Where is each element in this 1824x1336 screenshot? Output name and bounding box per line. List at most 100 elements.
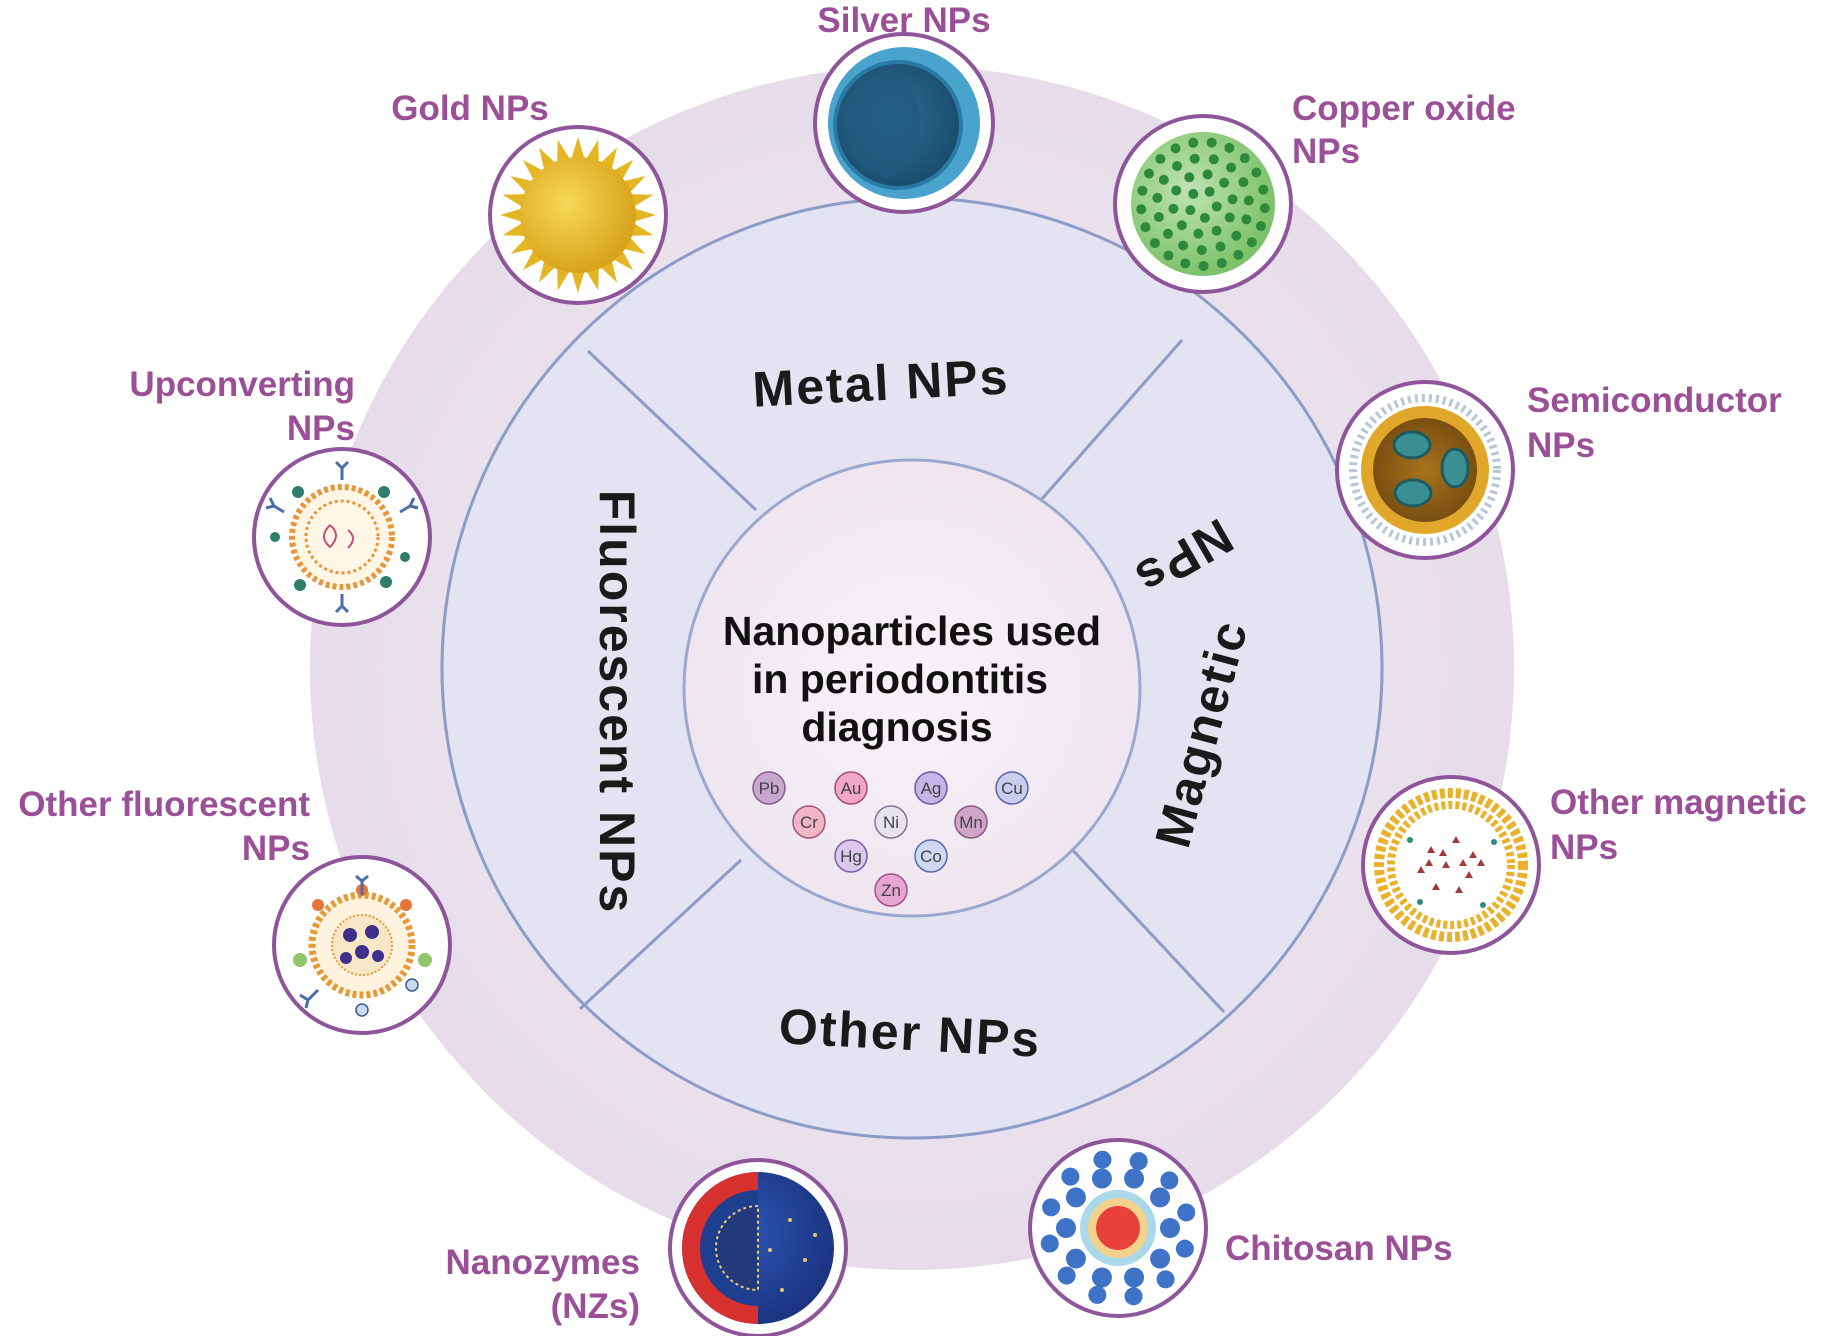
other-magnetic-np (1361, 775, 1541, 955)
nanozymes-np (668, 1158, 848, 1336)
element-badge: Hg (834, 839, 868, 873)
svg-text:Semiconductor: Semiconductor (1527, 381, 1782, 420)
copper-oxide-np-label: Copper oxide NPs (1292, 89, 1516, 171)
copper-dot (1172, 161, 1183, 172)
magnetic-core (1432, 883, 1440, 890)
copper-dot (1251, 167, 1262, 178)
center-title: Nanoparticles used in periodontitis diag… (723, 608, 1101, 750)
chitosan-unit (1129, 1152, 1148, 1171)
semiconductor-np (1335, 380, 1515, 560)
chitosan-unit (1160, 1171, 1179, 1190)
svg-text:Copper oxide: Copper oxide (1292, 89, 1516, 128)
chitosan-unit (1056, 1218, 1076, 1238)
chitosan-np-label: Chitosan NPs (1225, 1229, 1453, 1268)
segment-label-metal: Metal NPs (751, 348, 1011, 417)
semiconductor-np-label: Semiconductor NPs (1527, 381, 1782, 465)
svg-text:Co: Co (920, 847, 942, 866)
center-circle (682, 458, 1142, 918)
copper-dot (1171, 185, 1182, 196)
copper-dot (1144, 168, 1155, 179)
copper-dot (1152, 192, 1163, 203)
copper-dot (1188, 188, 1199, 199)
svg-text:in periodontitis: in periodontitis (752, 656, 1048, 702)
svg-text:Zn: Zn (881, 881, 901, 900)
svg-text:NPs: NPs (242, 829, 310, 868)
other-magnetic-np-label: Other magnetic NPs (1550, 783, 1807, 867)
gold-spike (585, 266, 599, 291)
copper-dot (1176, 220, 1187, 231)
copper-dot (1180, 258, 1191, 269)
copper-dot (1189, 153, 1200, 164)
copper-dot (1196, 244, 1207, 255)
magnetic-core (1442, 861, 1450, 868)
magnetic-core (1452, 836, 1460, 843)
element-badge: Au (834, 771, 868, 805)
copper-dot (1170, 143, 1181, 154)
svg-text:Pb: Pb (759, 779, 780, 798)
silver-np-label: Silver NPs (817, 1, 990, 40)
svg-text:Cr: Cr (800, 813, 818, 832)
svg-text:Other magnetic: Other magnetic (1550, 783, 1807, 822)
copper-dot (1204, 186, 1215, 197)
copper-dot (1239, 153, 1250, 164)
copper-dot (1215, 241, 1226, 252)
chitosan-unit (1061, 1167, 1080, 1186)
element-badge: Pb (752, 771, 786, 805)
element-badge: Ag (914, 771, 948, 805)
chitosan-unit (1093, 1150, 1112, 1169)
copper-dot (1206, 137, 1217, 148)
gold-spike (557, 139, 571, 164)
silver-np (813, 32, 995, 214)
copper-dot (1255, 221, 1266, 232)
svg-text:Ni: Ni (883, 813, 899, 832)
chitosan-unit (1124, 1267, 1145, 1288)
element-badge: Cr (792, 805, 826, 839)
magnetic-core (1439, 849, 1447, 856)
magnetic-core (1455, 886, 1463, 893)
svg-text:NPs: NPs (1527, 426, 1595, 465)
chitosan-unit (1091, 1168, 1112, 1189)
svg-text:Upconverting: Upconverting (129, 365, 355, 404)
copper-dot (1136, 204, 1147, 215)
copper-dot (1224, 212, 1235, 223)
element-badge: Mn (954, 805, 988, 839)
copper-dot (1185, 205, 1196, 216)
copper-dot (1243, 195, 1254, 206)
copper-oxide-np (1113, 114, 1293, 294)
magnetic-core (1465, 871, 1473, 878)
copper-dot (1211, 225, 1222, 236)
upconverting-np (252, 447, 432, 627)
magnetic-core (1469, 851, 1477, 858)
chitosan-unit (1042, 1198, 1061, 1217)
copper-dot (1226, 162, 1237, 173)
svg-text:NPs: NPs (1292, 132, 1360, 171)
chitosan-unit (1175, 1239, 1194, 1258)
copper-dot (1259, 203, 1270, 214)
chitosan-unit (1091, 1267, 1112, 1288)
copper-dot (1162, 228, 1173, 239)
copper-dot (1258, 184, 1269, 195)
chitosan-unit (1088, 1285, 1107, 1304)
copper-dot (1149, 238, 1160, 249)
magnetic-core (1417, 866, 1425, 873)
copper-dot (1153, 211, 1164, 222)
magnetic-core (1477, 859, 1485, 866)
element-badge: Cu (995, 771, 1029, 805)
copper-dot (1158, 174, 1169, 185)
chitosan-unit (1124, 1287, 1143, 1306)
other-fluorescent-np-label: Other fluorescent NPs (18, 785, 310, 868)
chitosan-unit (1124, 1168, 1145, 1189)
segment-label-other: Other NPs (778, 998, 1043, 1068)
chitosan-unit (1156, 1270, 1175, 1289)
svg-text:Cu: Cu (1001, 779, 1023, 798)
copper-dot (1241, 214, 1252, 225)
magnetic-core (1459, 859, 1467, 866)
copper-dot (1227, 194, 1238, 205)
chitosan-unit (1150, 1248, 1171, 1269)
gold-spike (633, 208, 656, 222)
gold-spike (629, 194, 654, 208)
copper-dot (1178, 240, 1189, 251)
magnetic-core (1425, 859, 1433, 866)
copper-dot (1216, 258, 1227, 269)
